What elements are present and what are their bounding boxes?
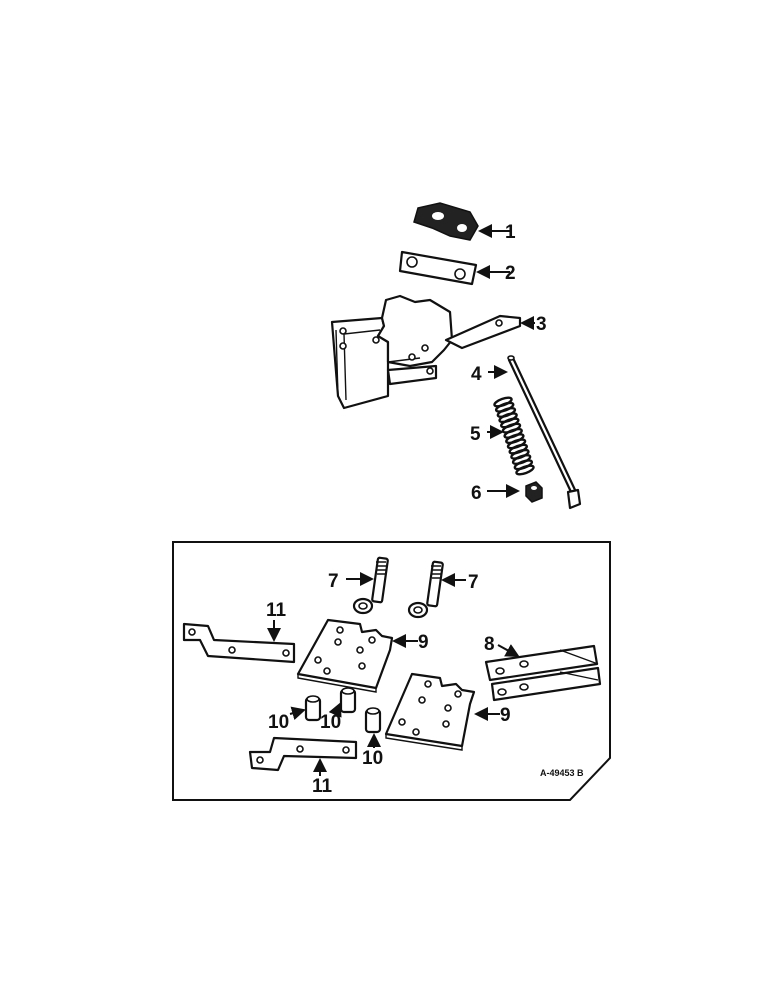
- part-9-plate-lower: [384, 672, 476, 751]
- label-7-right: 7: [468, 572, 479, 593]
- part-1-clamp: [413, 202, 479, 241]
- part-7-bolt-left: [352, 556, 389, 615]
- leader-10-b: [328, 702, 342, 718]
- label-5: 5: [470, 424, 481, 445]
- label-11-upper: 11: [266, 600, 287, 621]
- label-10-b: 10: [320, 712, 341, 733]
- label-1: 1: [505, 222, 516, 243]
- part-3-bracket: [330, 294, 522, 410]
- label-2: 2: [505, 263, 516, 284]
- label-4: 4: [471, 364, 482, 385]
- label-11-lower: 11: [312, 776, 333, 797]
- part-5-spring: [493, 396, 535, 476]
- part-2-plate: [398, 250, 478, 286]
- reference-code: A-49453 B: [540, 768, 584, 778]
- part-10-bushing-c: [364, 707, 382, 734]
- label-10-c: 10: [362, 748, 383, 769]
- part-9-plate-upper: [296, 618, 394, 693]
- label-7-left: 7: [328, 571, 339, 592]
- label-9-lower: 9: [500, 705, 511, 726]
- part-10-bushing-a: [304, 695, 322, 722]
- inset-frame: [172, 541, 611, 801]
- part-11-strap-upper: [182, 622, 296, 664]
- part-11-strap-lower: [248, 736, 358, 772]
- label-9-upper: 9: [418, 632, 429, 653]
- label-8: 8: [484, 634, 495, 655]
- leader-10-a: [289, 706, 306, 721]
- label-10-a: 10: [268, 712, 289, 733]
- spring-coil: [515, 464, 535, 476]
- label-6: 6: [471, 483, 482, 504]
- part-8-brackets: [484, 644, 602, 702]
- part-4-rod: [507, 355, 582, 510]
- part-7-bolt-right: [407, 560, 444, 619]
- leader-8: [497, 644, 520, 657]
- part-6-nut: [525, 481, 543, 503]
- label-3: 3: [536, 314, 547, 335]
- part-10-bushing-b: [339, 687, 357, 714]
